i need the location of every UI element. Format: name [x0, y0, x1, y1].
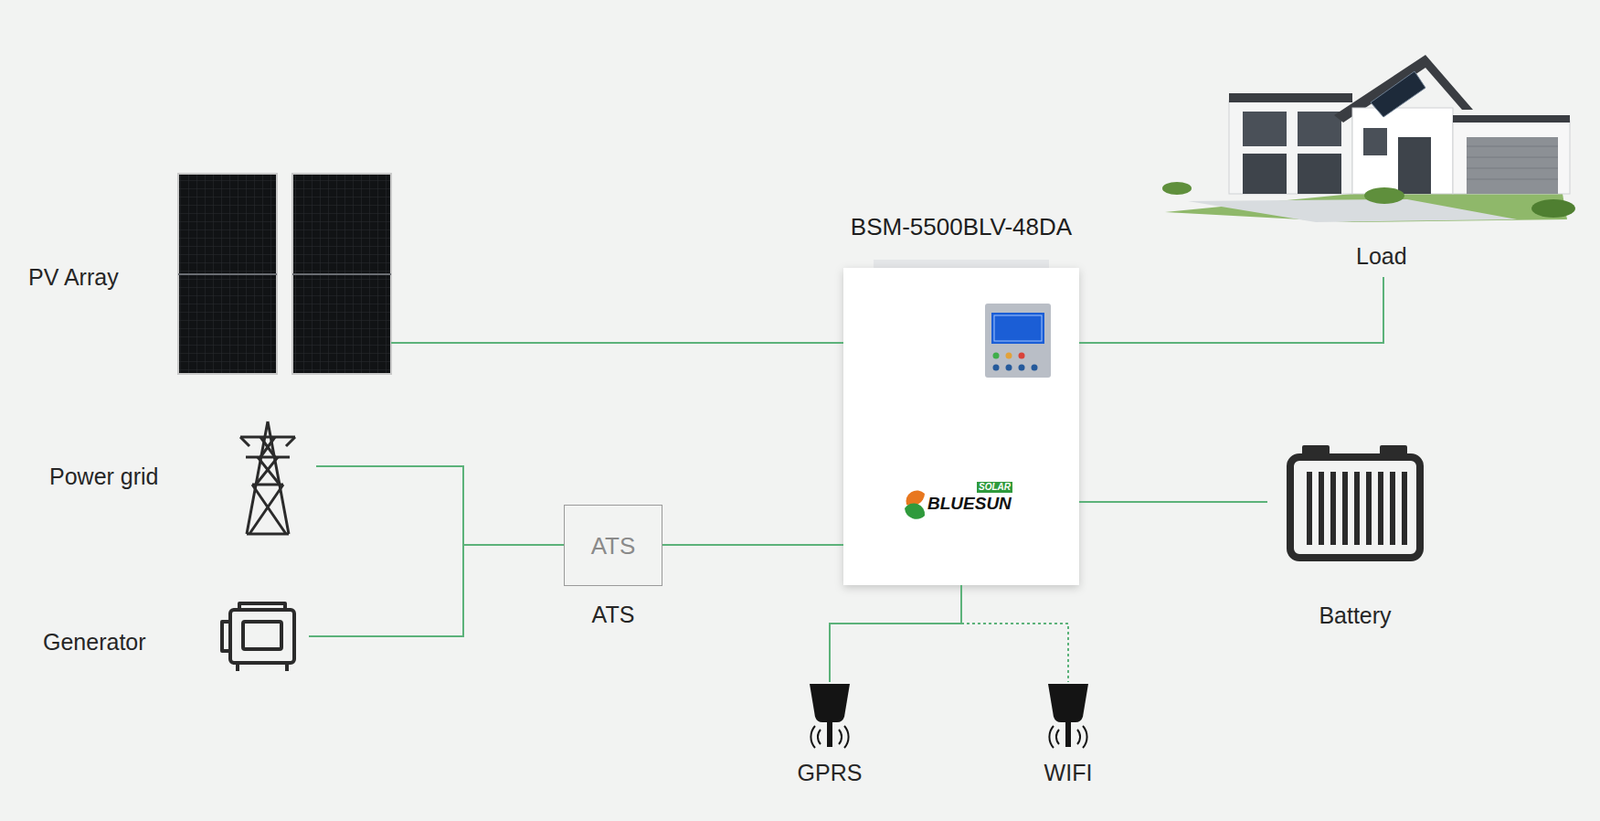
battery-icon [1290, 445, 1420, 558]
inverter: BSM-5500BLV-48DABLUESUNSOLAR [843, 267, 1080, 585]
node-label: GPRS [797, 758, 863, 786]
box-caption: ATS [592, 600, 636, 628]
connector [829, 584, 962, 682]
connector [1079, 501, 1268, 503]
node-label: WIFI [1044, 758, 1093, 786]
ats-box: ATSATS [563, 504, 663, 586]
connector-line [1079, 500, 1268, 503]
node-label: Generator [42, 627, 147, 656]
node-label: Load [1356, 242, 1408, 270]
inverter-body [843, 259, 1080, 585]
connector [1079, 276, 1384, 343]
wifi: WIFI [1040, 681, 1096, 788]
connector [961, 584, 1069, 682]
connector-line [829, 584, 962, 682]
gprs-antenna-icon [809, 683, 850, 748]
connector-line [308, 544, 564, 636]
generator-icon [222, 603, 295, 671]
connector [662, 544, 844, 546]
connector-line [316, 466, 564, 545]
house-illustration [1162, 54, 1576, 223]
node-label: Battery [1318, 601, 1391, 629]
power-grid: Power grid [45, 421, 317, 535]
tower-icon [240, 421, 296, 534]
battery: Battery [1267, 443, 1431, 640]
node-label: PV Array [28, 263, 119, 291]
connector [391, 342, 844, 344]
brand-sublogo: SOLAR [976, 481, 1013, 493]
connector [316, 466, 564, 545]
connector-line [1079, 276, 1384, 343]
pv-panels [178, 173, 392, 374]
wifi-antenna-icon [1048, 683, 1089, 748]
gprs: GPRS [802, 681, 858, 788]
load: Load [1356, 240, 1411, 272]
pv-array: PV Array [28, 173, 392, 374]
brand-logo: BLUESUN [927, 492, 1012, 515]
connector-line [662, 543, 844, 546]
generator: Generator [41, 598, 309, 674]
node-label: Power grid [49, 462, 159, 490]
connector [308, 544, 564, 636]
box-label: ATS [591, 531, 636, 560]
connector-line [391, 341, 844, 344]
model-title: BSM-5500BLV-48DA [850, 212, 1072, 241]
connector-line [961, 584, 1069, 682]
